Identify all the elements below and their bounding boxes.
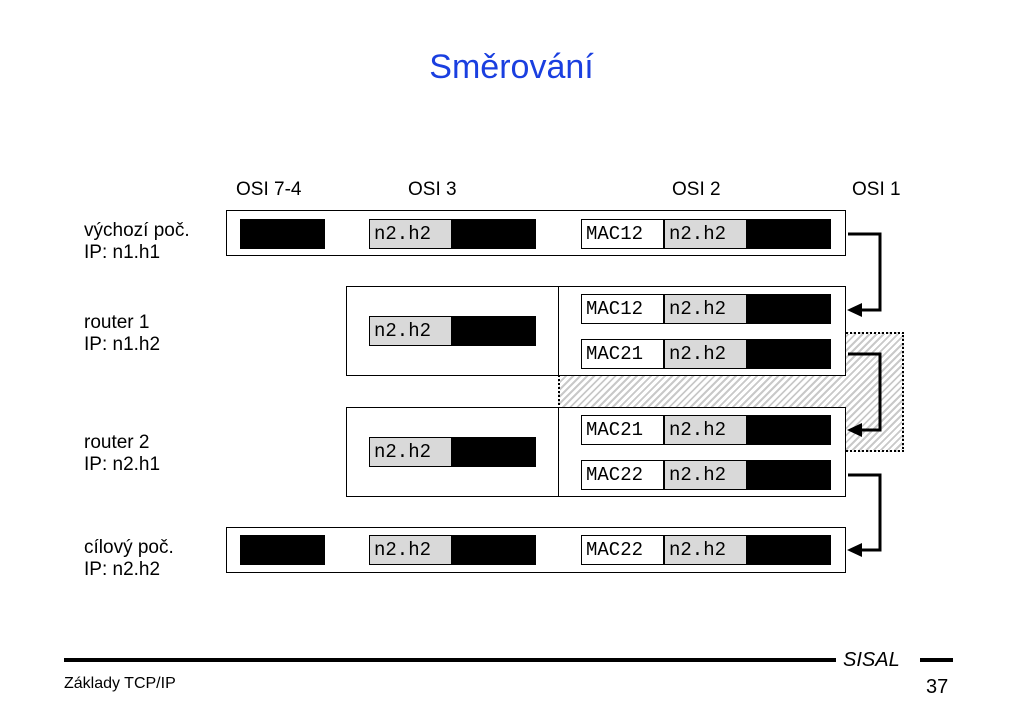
dest-l2-address: n2.h2 (664, 535, 747, 565)
source-host-name: výchozí poč. (84, 220, 190, 241)
router2-in-mac: MAC21 (581, 415, 664, 445)
source-host-label: výchozí poč. IP: n1.h1 (84, 220, 190, 264)
router2-l3-payload (452, 437, 536, 467)
arrowhead-dest (847, 543, 862, 557)
source-l2-mac: MAC12 (581, 219, 664, 249)
router2-divider (558, 407, 559, 497)
dest-host-label: cílový poč. IP: n2.h2 (84, 537, 174, 581)
source-host-ip: IP: n1.h1 (84, 242, 161, 263)
arrow-router2-to-dest (848, 473, 882, 552)
router1-out-address: n2.h2 (664, 339, 747, 369)
arrow-router1-to-router2 (848, 352, 882, 432)
router2-in-payload (747, 415, 831, 445)
source-l3-payload (452, 219, 536, 249)
osi-2-header: OSI 2 (672, 179, 721, 200)
source-upper-layer-block (240, 219, 325, 249)
osi-3-header: OSI 3 (408, 179, 457, 200)
footer-rule-right (920, 658, 953, 662)
dest-upper-layer-block (240, 535, 325, 565)
router1-name: router 1 (84, 312, 150, 333)
osi-7-4-header: OSI 7-4 (236, 179, 302, 200)
footer-course-name: Základy TCP/IP (64, 675, 176, 692)
router2-ip: IP: n2.h1 (84, 454, 161, 475)
arrow-source-to-router1 (848, 232, 882, 312)
router1-l3-payload (452, 316, 536, 346)
router2-out-mac: MAC22 (581, 460, 664, 490)
router1-out-mac: MAC21 (581, 339, 664, 369)
dest-l2-mac: MAC22 (581, 535, 664, 565)
router2-l3-address: n2.h2 (369, 437, 452, 467)
router1-ip: IP: n1.h2 (84, 334, 161, 355)
dest-host-name: cílový poč. (84, 537, 174, 558)
router2-in-address: n2.h2 (664, 415, 747, 445)
dest-l2-payload (747, 535, 831, 565)
footer-brand: SISAL (843, 649, 900, 671)
router1-out-payload (747, 339, 831, 369)
router2-label: router 2 IP: n2.h1 (84, 432, 160, 476)
dest-host-ip: IP: n2.h2 (84, 559, 161, 580)
slide-title: Směrování (429, 48, 594, 86)
router1-l3-address: n2.h2 (369, 316, 452, 346)
source-l2-address: n2.h2 (664, 219, 747, 249)
router1-divider (558, 286, 559, 376)
router1-label: router 1 IP: n1.h2 (84, 312, 160, 356)
router1-in-address: n2.h2 (664, 294, 747, 324)
router2-out-payload (747, 460, 831, 490)
footer-rule-left (64, 658, 836, 662)
dest-l3-payload (452, 535, 536, 565)
router1-in-payload (747, 294, 831, 324)
arrowhead-router2 (847, 423, 862, 437)
source-l2-payload (747, 219, 831, 249)
source-l3-address: n2.h2 (369, 219, 452, 249)
router1-in-mac: MAC12 (581, 294, 664, 324)
osi-1-header: OSI 1 (852, 179, 901, 200)
dest-l3-address: n2.h2 (369, 535, 452, 565)
arrowhead-router1 (847, 303, 862, 317)
router2-name: router 2 (84, 432, 150, 453)
page-number: 37 (926, 676, 949, 698)
router2-out-address: n2.h2 (664, 460, 747, 490)
